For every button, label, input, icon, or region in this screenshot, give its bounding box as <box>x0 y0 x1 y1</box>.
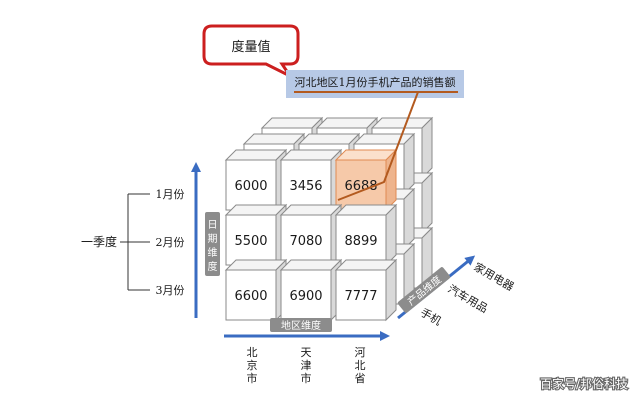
city-char: 京 <box>247 358 258 372</box>
cell-value: 6600 <box>234 289 267 304</box>
cell-value: 7080 <box>289 234 322 249</box>
cell-value: 6688 <box>344 179 377 194</box>
product-label-appliance: 家用电器 <box>471 259 516 293</box>
highlighted-cube <box>334 148 398 212</box>
cell-value: 5500 <box>234 234 267 249</box>
region-dimension-label: 地区维度 <box>281 319 321 332</box>
caption-leader-line <box>337 91 419 201</box>
front-cube <box>279 148 343 212</box>
city-char: 北 <box>355 359 366 372</box>
month-label-mar: 3月份 <box>156 284 185 297</box>
product-label-phone: 手机 <box>418 305 444 328</box>
sales-caption-text: 河北地区1月份手机产品的销售额 <box>295 75 456 89</box>
watermark: 百家号/邦俗科技 <box>540 376 628 391</box>
date-dimension-char-2: 维 <box>208 246 218 259</box>
city-char: 市 <box>247 371 258 385</box>
cell-value: 8899 <box>344 234 377 249</box>
city-label-tianjin: 天 津 市 <box>301 346 312 385</box>
city-char: 省 <box>355 372 366 385</box>
cell-value: 3456 <box>289 179 322 194</box>
month-label-jan: 1月份 <box>156 188 185 201</box>
cell-value: 6000 <box>234 179 267 194</box>
measure-label: 度量值 <box>231 39 270 55</box>
cell-value: 7777 <box>344 289 377 304</box>
city-char: 津 <box>301 359 312 372</box>
region-dimension-pill: 地区维度 <box>270 318 332 332</box>
city-char: 河 <box>355 346 366 359</box>
city-char: 北 <box>247 346 258 359</box>
date-dimension-char-1: 期 <box>208 233 218 245</box>
date-dimension-char-0: 日 <box>208 220 218 231</box>
cell-value: 6900 <box>289 289 322 304</box>
date-dimension-char-3: 度 <box>208 260 218 273</box>
product-label-auto: 汽车用品 <box>445 281 490 315</box>
front-cube <box>334 258 398 322</box>
quarter-bracket <box>120 193 150 291</box>
month-label-feb: 2月份 <box>156 236 185 249</box>
city-label-beijing: 北 京 市 <box>247 346 258 385</box>
city-char: 天 <box>301 346 312 359</box>
front-cube <box>334 203 398 267</box>
measure-bubble: 度量值 <box>202 24 300 80</box>
date-dimension-pill: 日 期 维 度 <box>205 212 220 276</box>
city-char: 市 <box>301 371 312 385</box>
quarter-label: 一季度 <box>81 234 117 249</box>
city-label-hebei: 河 北 省 <box>355 346 366 385</box>
cube-grid: 6000 3456 6688 5500 7080 8899 6600 6900 7777 <box>224 116 434 322</box>
sales-caption-box: 河北地区1月份手机产品的销售额 <box>286 70 464 98</box>
